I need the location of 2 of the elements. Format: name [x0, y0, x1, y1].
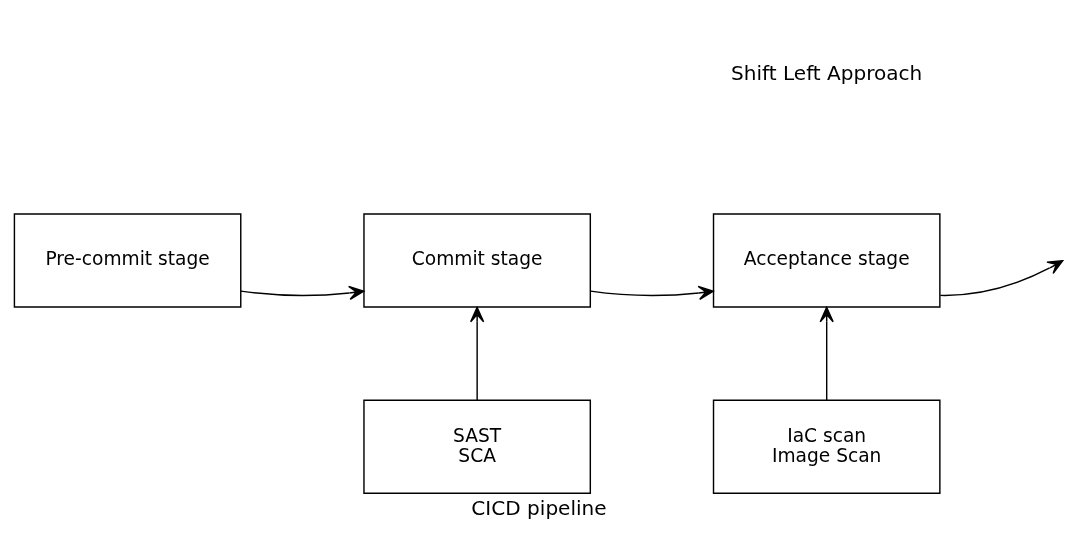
- label: Shift Left Approach: [731, 60, 923, 85]
- caption: CICD pipeline: [471, 496, 607, 521]
